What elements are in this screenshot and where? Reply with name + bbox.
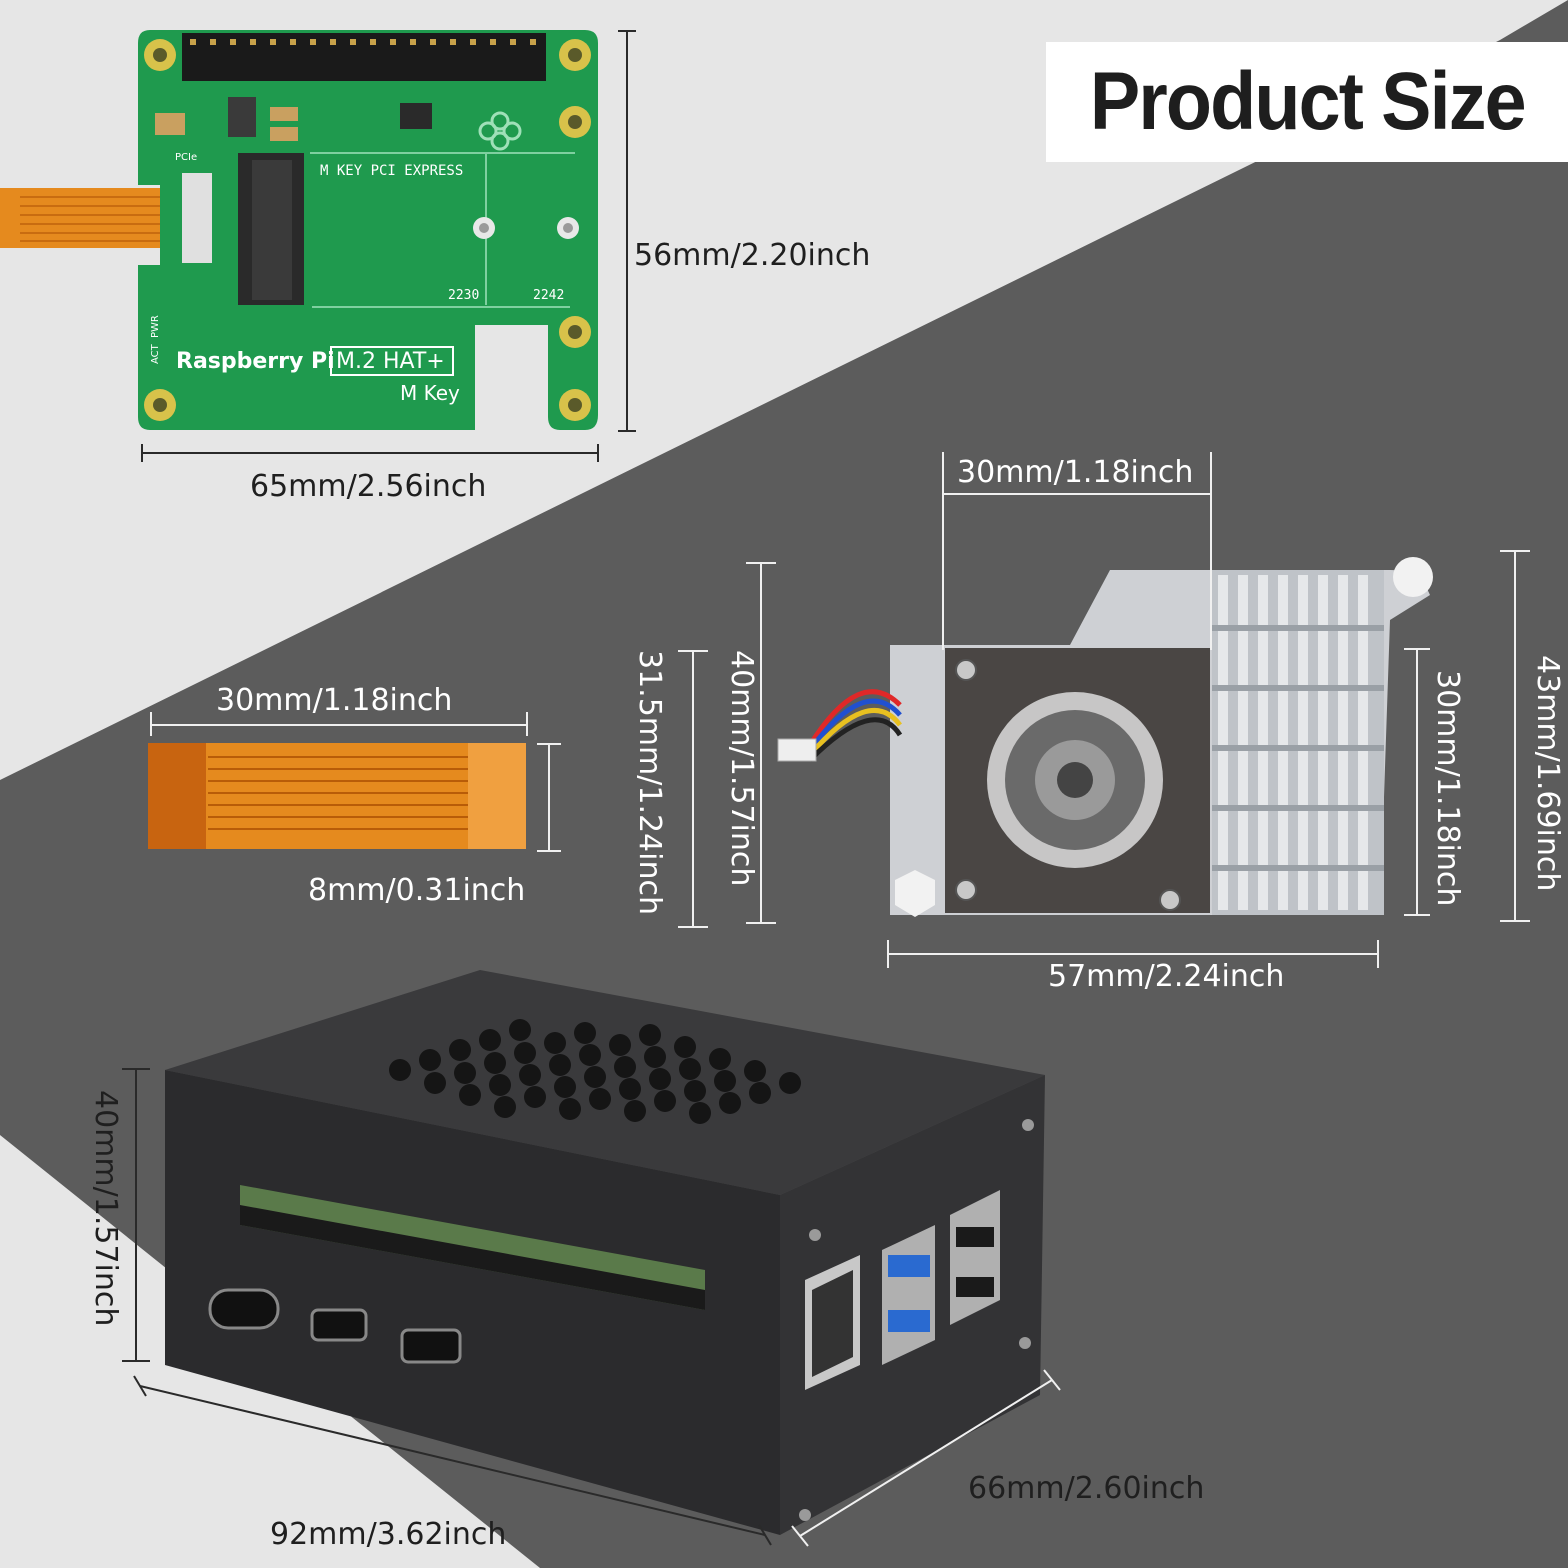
cooler-width-line: [887, 953, 1379, 955]
heatsink-height-line: [1416, 648, 1418, 916]
cooler-fan-right-line: [1210, 452, 1212, 650]
fan-height-line: [760, 562, 762, 924]
fan-height-tick-bottom: [746, 922, 776, 924]
m2-hat-board-image: [0, 30, 598, 430]
hat-act-label: ACT: [150, 344, 161, 364]
hat-width-line: [141, 452, 599, 454]
hat-height-tick-top: [618, 30, 636, 32]
cooler-fan-width-line: [942, 493, 1212, 495]
ribbon-length-line: [150, 724, 528, 726]
cooler-height-tick-top: [1500, 550, 1530, 552]
hat-height-tick-bottom: [618, 430, 636, 432]
ribbon-width-tick-top: [537, 743, 561, 745]
cooler-width-tick-right: [1377, 940, 1379, 968]
hat-2242-label: 2242: [533, 288, 565, 303]
cooler-fan-width-label: 30mm/1.18inch: [957, 455, 1194, 490]
case-width-label: 66mm/2.60inch: [968, 1471, 1205, 1506]
heatsink-height-label: 30mm/1.18inch: [1430, 670, 1465, 907]
heatsink-height-tick-bottom: [1404, 914, 1430, 916]
plate-height-label: 31.5mm/1.24inch: [632, 650, 667, 916]
hat-key-label: M Key: [400, 381, 460, 405]
case-height-tick-bottom: [122, 1360, 150, 1362]
cooler-fan-left-line: [942, 452, 944, 650]
ribbon-length-label: 30mm/1.18inch: [216, 683, 453, 718]
hat-height-label: 56mm/2.20inch: [634, 238, 871, 273]
title-box: Product Size: [1046, 42, 1568, 162]
hat-2230-label: 2230: [448, 288, 480, 303]
ribbon-width-line: [548, 743, 550, 851]
plate-height-line: [692, 650, 694, 928]
plate-height-tick-bottom: [678, 926, 708, 928]
hat-width-tick-left: [141, 444, 143, 462]
hat-brand-label: Raspberry Pi: [176, 349, 335, 374]
hat-model-label: M.2 HAT+: [336, 349, 445, 374]
hat-width-tick-right: [597, 444, 599, 462]
plate-height-tick-top: [678, 650, 708, 652]
case-length-label: 92mm/3.62inch: [270, 1517, 507, 1552]
fan-height-label: 40mm/1.57inch: [724, 650, 759, 887]
ribbon-width-tick-bottom: [537, 850, 561, 852]
case-height-tick-top: [122, 1068, 150, 1070]
ribbon-width-label: 8mm/0.31inch: [308, 873, 526, 908]
hat-slot-label: M KEY PCI EXPRESS: [320, 163, 464, 179]
ribbon-length-tick-left: [150, 712, 152, 736]
cooler-width-tick-left: [887, 940, 889, 968]
case-height-line: [135, 1068, 137, 1362]
hat-height-line: [626, 30, 628, 432]
cooler-height-label: 43mm/1.69inch: [1530, 655, 1565, 892]
heatsink-height-tick-top: [1404, 648, 1430, 650]
hat-pcie-label: PCIe: [175, 152, 198, 163]
hat-pwr-label: PWR: [150, 315, 161, 338]
cooler-width-label: 57mm/2.24inch: [1048, 959, 1285, 994]
case-height-label: 40mm/1.57inch: [88, 1090, 123, 1327]
cooler-height-tick-bottom: [1500, 920, 1530, 922]
fan-height-tick-top: [746, 562, 776, 564]
ribbon-cable-image: [148, 743, 526, 849]
aluminium-case-image: [165, 970, 1045, 1535]
page-title: Product Size: [1089, 56, 1527, 147]
fan-cooler-image: [777, 557, 1433, 917]
hat-width-label: 65mm/2.56inch: [250, 469, 487, 504]
ribbon-length-tick-right: [526, 712, 528, 736]
cooler-height-line: [1514, 550, 1516, 922]
